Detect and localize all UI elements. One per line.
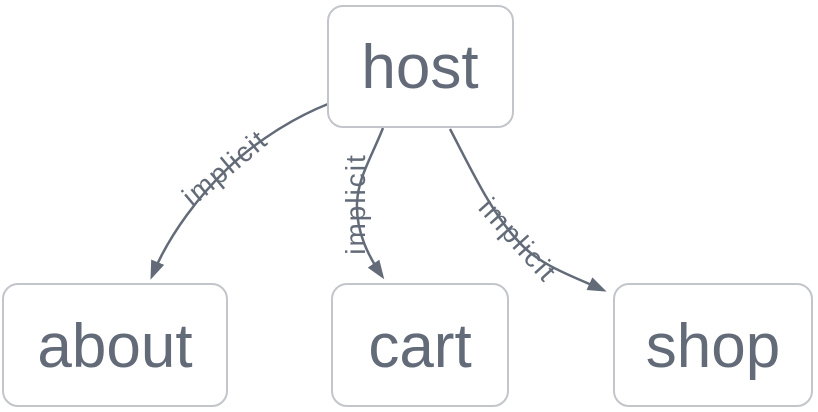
node-shop-box[interactable] <box>613 283 813 407</box>
node-about[interactable]: about <box>2 283 228 407</box>
edge-host-shop: implicit <box>448 128 607 292</box>
edge-host-shop-label: implicit <box>473 192 564 288</box>
node-about-box[interactable] <box>2 283 228 407</box>
node-host[interactable]: host <box>327 5 514 128</box>
edge-host-about: implicit <box>150 102 329 280</box>
node-cart[interactable]: cart <box>331 283 509 407</box>
node-host-label: host <box>361 33 478 102</box>
node-about-label: about <box>37 312 192 381</box>
edge-host-cart-label: implicit <box>340 153 371 255</box>
node-cart-label: cart <box>368 312 471 381</box>
edge-host-shop-path <box>448 128 607 292</box>
edge-host-about-label: implicit <box>176 123 274 212</box>
edge-host-about-path <box>150 102 329 280</box>
edge-host-cart: implicit <box>340 127 385 280</box>
node-shop-label: shop <box>646 312 780 381</box>
node-shop[interactable]: shop <box>613 283 813 407</box>
node-cart-box[interactable] <box>331 283 509 407</box>
node-host-box[interactable] <box>327 5 514 128</box>
edge-host-cart-path <box>355 127 385 280</box>
